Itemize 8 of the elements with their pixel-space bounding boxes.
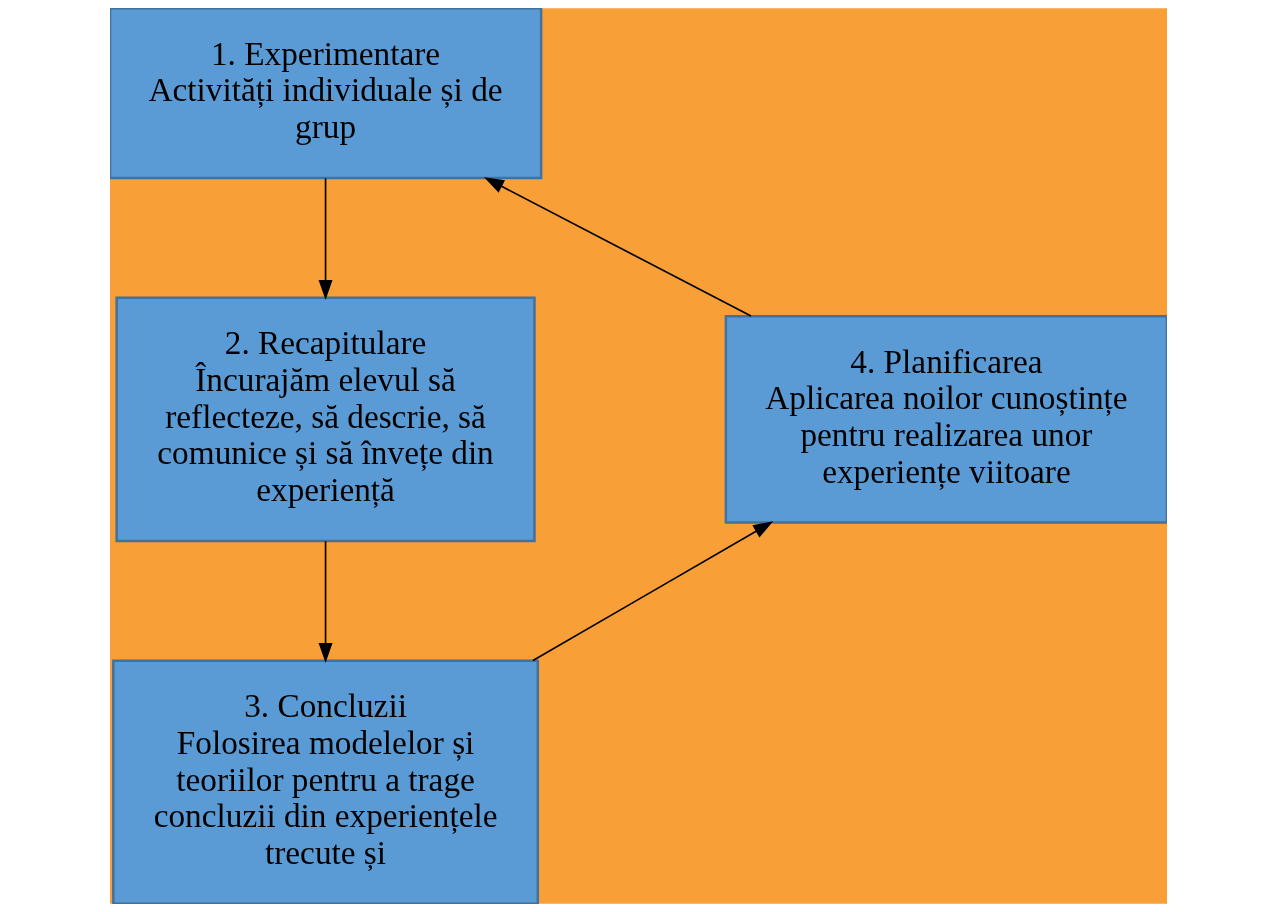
arrow [318,177,333,300]
node-box: 4. Planificarea Aplicarea noilor cunoștințe pentru realizarea unor experiențe viitoare [724,314,1167,524]
node-box: 3. Concluzii Folosirea modelelor și teoriilor pentru a trage concluzii din experiențele trecute și [111,659,539,904]
node-box: 2. Recapitulare Încurajăm elevul să reflecteze, să descrie, să comunice și să învețe din experiență [114,296,536,543]
node-box: 1. Experimentare Activități individuale și de grup [109,8,542,180]
arrow [483,177,752,317]
arrow [531,521,773,662]
arrow [318,540,333,663]
